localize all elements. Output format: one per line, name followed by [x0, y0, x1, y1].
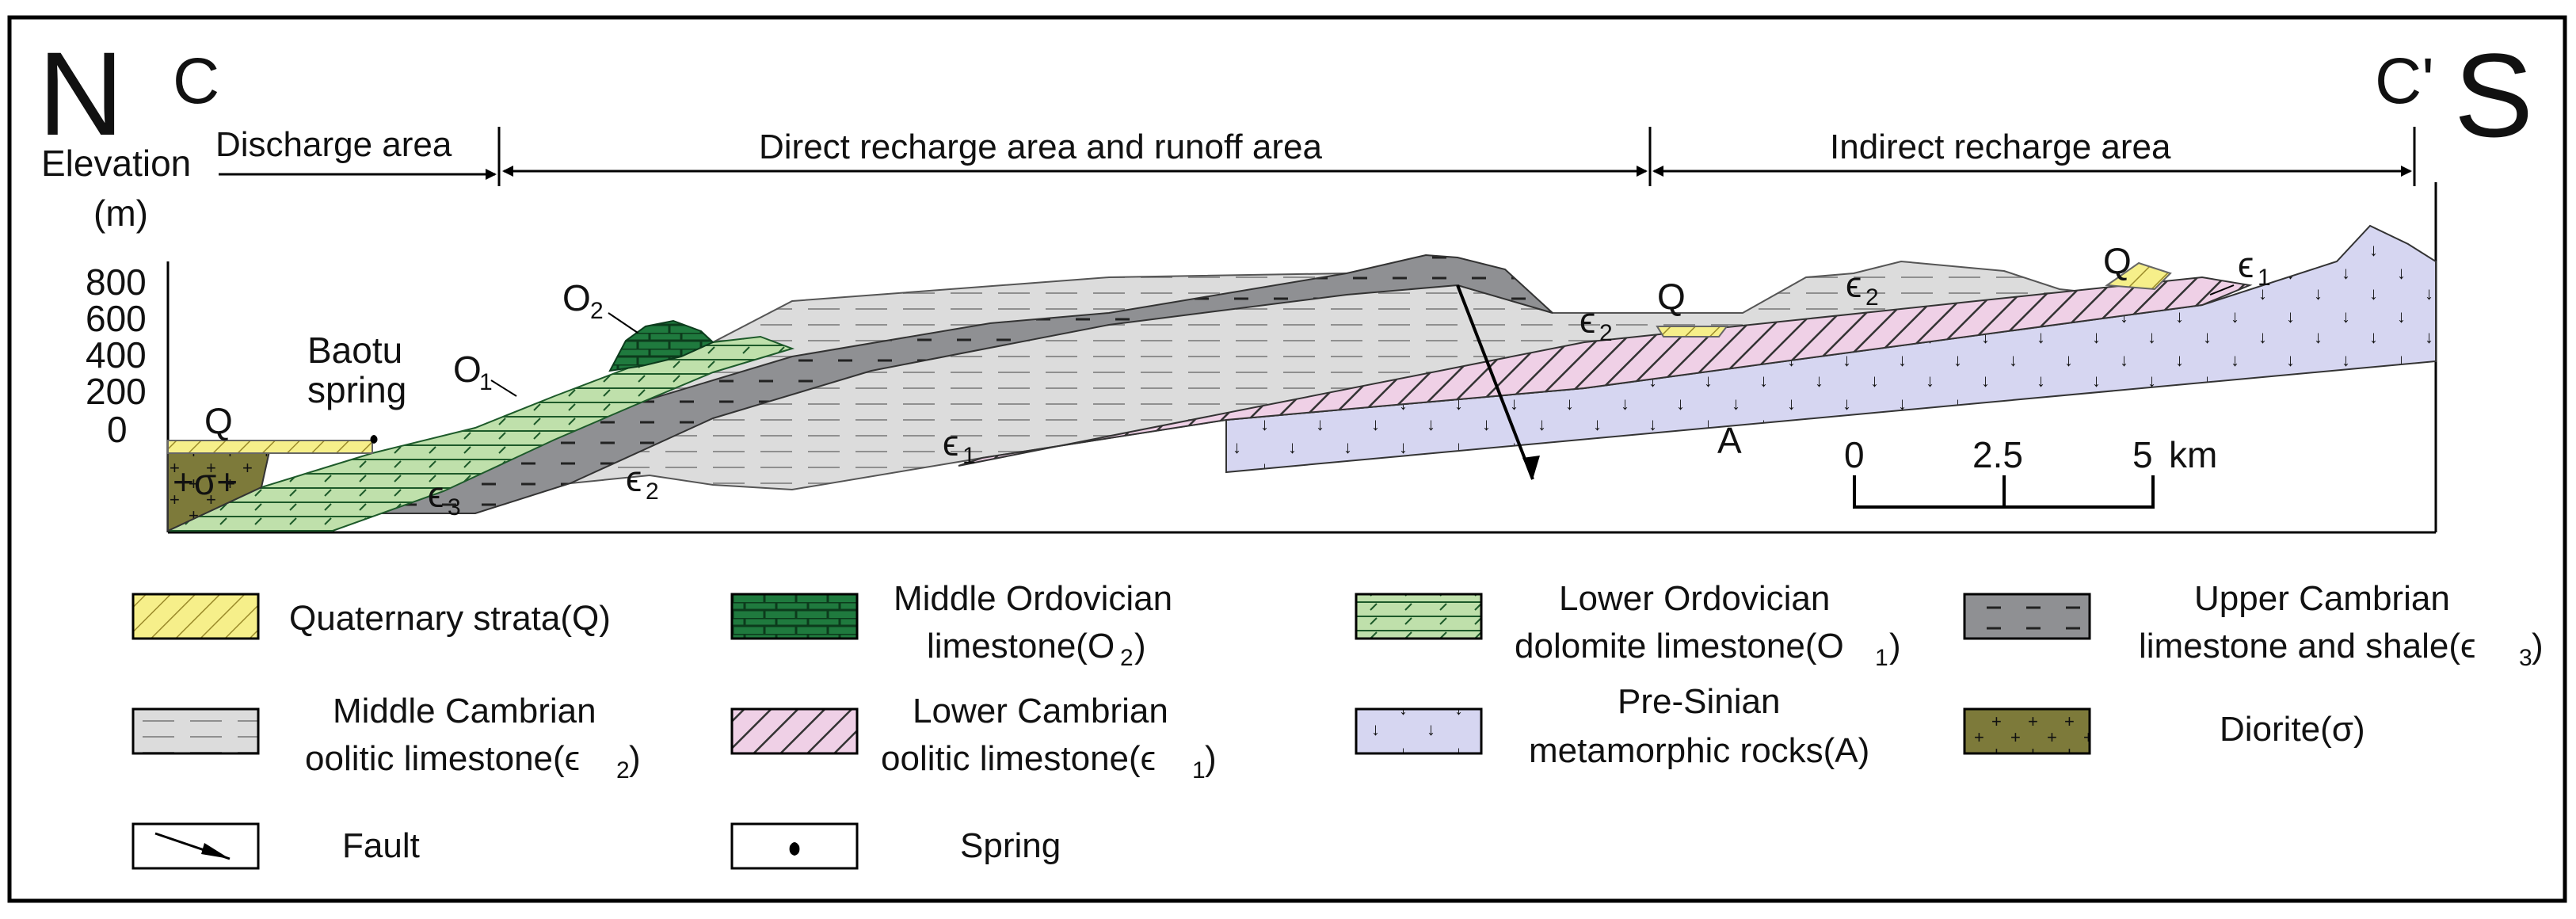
- label-e1-left: ϵ: [943, 422, 958, 463]
- legend-a-line1: Pre-Sinian: [1618, 682, 1780, 721]
- zone-indirect-label: Indirect recharge area: [1830, 128, 2171, 166]
- legend-swatch-diorite: [1963, 707, 2091, 755]
- label-e1-right: ϵ: [2238, 244, 2254, 285]
- label-o1-sub: 1: [479, 369, 493, 395]
- legend-spring-label: Spring: [960, 826, 1061, 865]
- south-label: S: [2454, 29, 2533, 162]
- legend-e3-line2: limestone and shale(ϵ: [2139, 627, 2475, 665]
- legend-a-line2: metamorphic rocks(A): [1529, 731, 1869, 770]
- legend-o2-line1: Middle Ordovician: [894, 579, 1172, 618]
- leader-o1: [490, 379, 517, 397]
- label-e2-left: ϵ: [626, 458, 642, 499]
- scale-tick-0: 0: [1844, 434, 1865, 475]
- legend-swatch-a: [1355, 707, 1483, 755]
- spring-symbol-icon: [789, 842, 800, 856]
- legend-e1-line1: Lower Cambrian: [913, 692, 1168, 730]
- elevation-tick: 200: [86, 371, 147, 412]
- section-end-label: C': [2375, 45, 2434, 117]
- elevation-tick: 400: [86, 334, 147, 376]
- legend-o1-sub: 1: [1875, 645, 1888, 671]
- label-e2-top: ϵ: [1846, 264, 1862, 305]
- scale-unit: km: [2169, 434, 2217, 475]
- layer-o2: [608, 319, 714, 372]
- legend-quaternary-label: Quaternary strata(Q): [289, 599, 611, 638]
- legend-o1-line1: Lower Ordovician: [1559, 579, 1830, 618]
- elevation-unit: (m): [93, 193, 148, 234]
- figure-frame: [7, 15, 2567, 903]
- label-e1-left-sub: 1: [962, 443, 976, 469]
- legend-e1-sub: 1: [1192, 757, 1206, 784]
- legend-swatch-o1: [1355, 593, 1483, 640]
- label-spring-line1: Baotu: [307, 330, 402, 371]
- label-o1: O: [453, 349, 482, 390]
- label-q-left: Q: [204, 400, 233, 441]
- fault-symbol-arrow-icon: [201, 843, 230, 859]
- label-q-mid: Q: [1657, 276, 1686, 317]
- legend: Quaternary strata(Q) Middle Ordovician l…: [131, 579, 2544, 870]
- zone-discharge-label: Discharge area: [215, 125, 452, 164]
- legend-o2-sub: 2: [1120, 645, 1134, 671]
- label-spring-line2: spring: [307, 369, 406, 410]
- layer-quaternary-left: [167, 440, 373, 454]
- layer-quaternary-mid: [1656, 326, 1729, 337]
- layer-e3: [348, 254, 1553, 514]
- legend-e2-sub: 2: [616, 757, 630, 784]
- spring-marker: [370, 435, 378, 444]
- legend-swatch-e3: [1963, 593, 2091, 640]
- label-e2-mid-sub: 2: [1599, 320, 1613, 346]
- scale-tick-5: 5: [2132, 434, 2153, 475]
- layer-o1: [167, 335, 795, 532]
- legend-e1-line2: oolitic limestone(ϵ: [881, 739, 1156, 778]
- elevation-tick: 600: [86, 298, 147, 339]
- legend-diorite-label: Diorite(σ): [2220, 710, 2365, 749]
- label-q-right: Q: [2103, 240, 2132, 281]
- legend-e3-sub: 3: [2519, 645, 2532, 671]
- section-start-label: C: [173, 45, 219, 117]
- label-e2-mid: ϵ: [1580, 299, 1595, 341]
- label-e3: ϵ: [428, 474, 444, 515]
- elevation-title: Elevation: [41, 143, 191, 184]
- leader-e1-right: [2209, 284, 2235, 296]
- legend-fault-label: Fault: [342, 826, 420, 865]
- label-o2: O: [562, 277, 591, 318]
- legend-e2-tail: ): [629, 739, 641, 778]
- fault-arrow: [1522, 456, 1540, 479]
- leader-o2: [608, 312, 638, 334]
- legend-o1-tail: ): [1889, 627, 1901, 665]
- label-e2-left-sub: 2: [646, 479, 659, 505]
- legend-swatch-e1: [730, 707, 859, 755]
- legend-e3-tail: ): [2532, 627, 2544, 665]
- fault-line: [1456, 284, 1534, 480]
- legend-o2-tail: ): [1134, 627, 1146, 665]
- elevation-tick: 0: [107, 409, 128, 450]
- legend-e2-line1: Middle Cambrian: [333, 692, 596, 730]
- label-e1-right-sub: 1: [2258, 265, 2271, 291]
- scale-tick-2-5: 2.5: [1972, 434, 2023, 475]
- legend-swatch-quaternary: [131, 593, 260, 640]
- legend-e2-line2: oolitic limestone(ϵ: [305, 739, 580, 778]
- label-o2-sub: 2: [590, 298, 604, 324]
- zone-direct-label: Direct recharge area and runoff area: [759, 128, 1322, 166]
- elevation-tick: 800: [86, 261, 147, 303]
- north-label: N: [38, 27, 124, 160]
- legend-swatch-e2: [131, 707, 260, 755]
- legend-e1-tail: ): [1205, 739, 1217, 778]
- legend-e3-line1: Upper Cambrian: [2194, 579, 2450, 618]
- label-diorite: +σ+: [173, 461, 238, 502]
- legend-swatch-o2: [730, 593, 859, 640]
- layer-quaternary-right: [2105, 261, 2172, 291]
- legend-o1-line2: dolomite limestone(O: [1515, 627, 1844, 665]
- label-e2-top-sub: 2: [1865, 284, 1879, 311]
- layer-e1: [958, 276, 2253, 467]
- label-a: A: [1717, 420, 1742, 461]
- label-e3-sub: 3: [448, 494, 461, 521]
- legend-o2-line2: limestone(O: [927, 627, 1115, 665]
